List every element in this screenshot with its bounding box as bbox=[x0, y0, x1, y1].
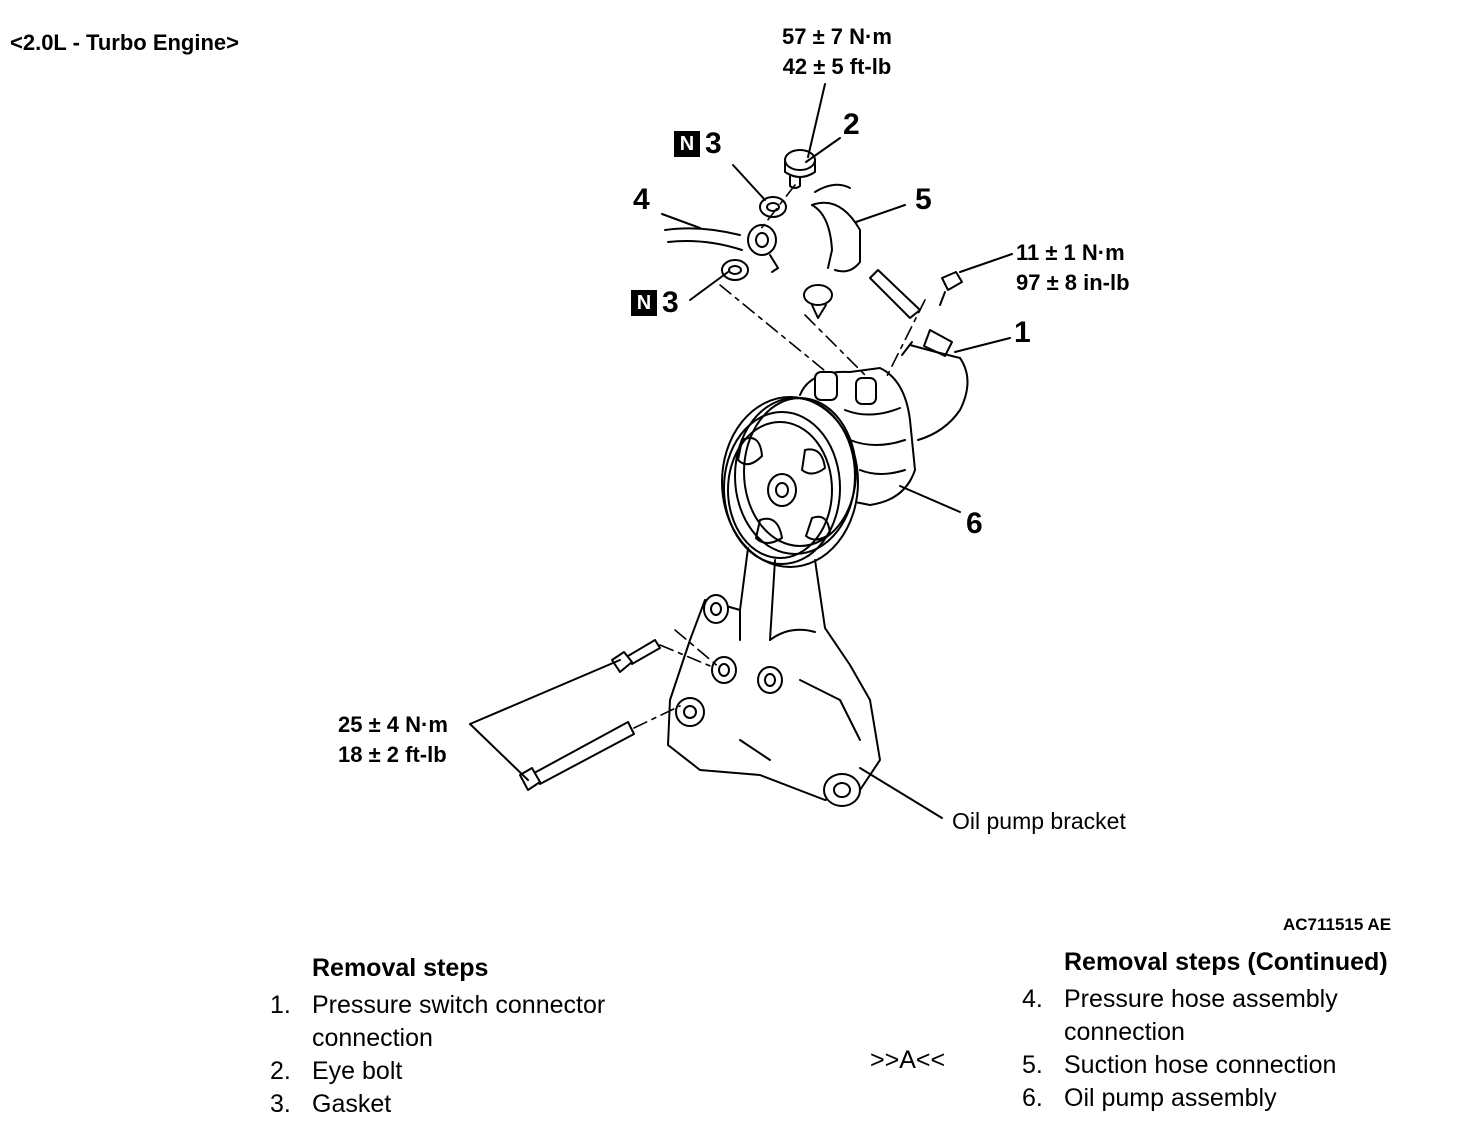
list-item: 2. Eye bolt bbox=[270, 1057, 403, 1085]
figure-code: AC711515 AE bbox=[1283, 915, 1392, 934]
switch-bolt-torque-inlb: 97 ± 8 in-lb bbox=[1016, 270, 1130, 295]
list-item: 6. Oil pump assembly bbox=[1022, 1084, 1277, 1112]
bracket-bolt-upper-part bbox=[611, 639, 661, 673]
list-item: 4. Pressure hose assembly connection bbox=[1022, 985, 1338, 1046]
oil-pump-bracket-part bbox=[667, 547, 881, 807]
suction-hose-part bbox=[803, 183, 861, 319]
switch-bolt-torque: 11 ± 1 N·m 97 ± 8 in-lb bbox=[1016, 238, 1130, 298]
removal-steps-left: Removal steps 1. Pressure switch connect… bbox=[270, 952, 672, 1121]
bracket-bolt-torque: 25 ± 4 N·m 18 ± 2 ft-lb bbox=[338, 710, 448, 770]
eye-bolt-torque-nm: 57 ± 7 N·m bbox=[782, 24, 892, 49]
pressure-switch-part bbox=[869, 269, 969, 441]
callout-2: 2 bbox=[843, 108, 860, 141]
callout-1: 1 bbox=[1014, 316, 1031, 349]
n-badge-top: N bbox=[674, 131, 700, 157]
callout-3-bottom: 3 bbox=[662, 286, 679, 319]
pressure-hose-part bbox=[664, 224, 779, 273]
callout-3-top: 3 bbox=[705, 127, 722, 160]
bracket-label: Oil pump bracket bbox=[952, 808, 1126, 834]
eye-bolt-torque-ftlb: 42 ± 5 ft-lb bbox=[782, 54, 892, 79]
callout-6: 6 bbox=[966, 507, 983, 540]
eye-bolt-torque: 57 ± 7 N·m 42 ± 5 ft-lb bbox=[782, 22, 892, 82]
bracket-bolt-torque-nm: 25 ± 4 N·m bbox=[338, 712, 448, 737]
eye-bolt-part bbox=[784, 149, 816, 189]
switch-bolt-torque-nm: 11 ± 1 N·m bbox=[1016, 240, 1125, 265]
callout-5: 5 bbox=[915, 183, 932, 216]
removal-steps-right: Removal steps (Continued) 4. Pressure ho… bbox=[1022, 946, 1464, 1115]
service-marker: >>A<< bbox=[870, 1046, 946, 1074]
bracket-bolt-lower-part bbox=[519, 721, 635, 791]
bracket-bolt-torque-ftlb: 18 ± 2 ft-lb bbox=[338, 742, 447, 767]
removal-steps-continued-title: Removal steps (Continued) bbox=[1064, 948, 1388, 976]
removal-steps-title: Removal steps bbox=[312, 954, 489, 982]
list-item: 5. Suction hose connection bbox=[1022, 1051, 1337, 1079]
engine-variant-label: <2.0L - Turbo Engine> bbox=[10, 30, 240, 55]
list-item: 1. Pressure switch connector connection bbox=[270, 991, 606, 1052]
list-item: 3. Gasket bbox=[270, 1090, 392, 1118]
switch-bolt-part bbox=[939, 271, 963, 306]
gasket-bottom-part bbox=[721, 259, 749, 281]
gasket-top-part bbox=[759, 196, 787, 218]
oil-pump-part bbox=[721, 367, 916, 568]
n-badge-bottom: N bbox=[631, 290, 657, 316]
callout-4: 4 bbox=[633, 183, 650, 216]
